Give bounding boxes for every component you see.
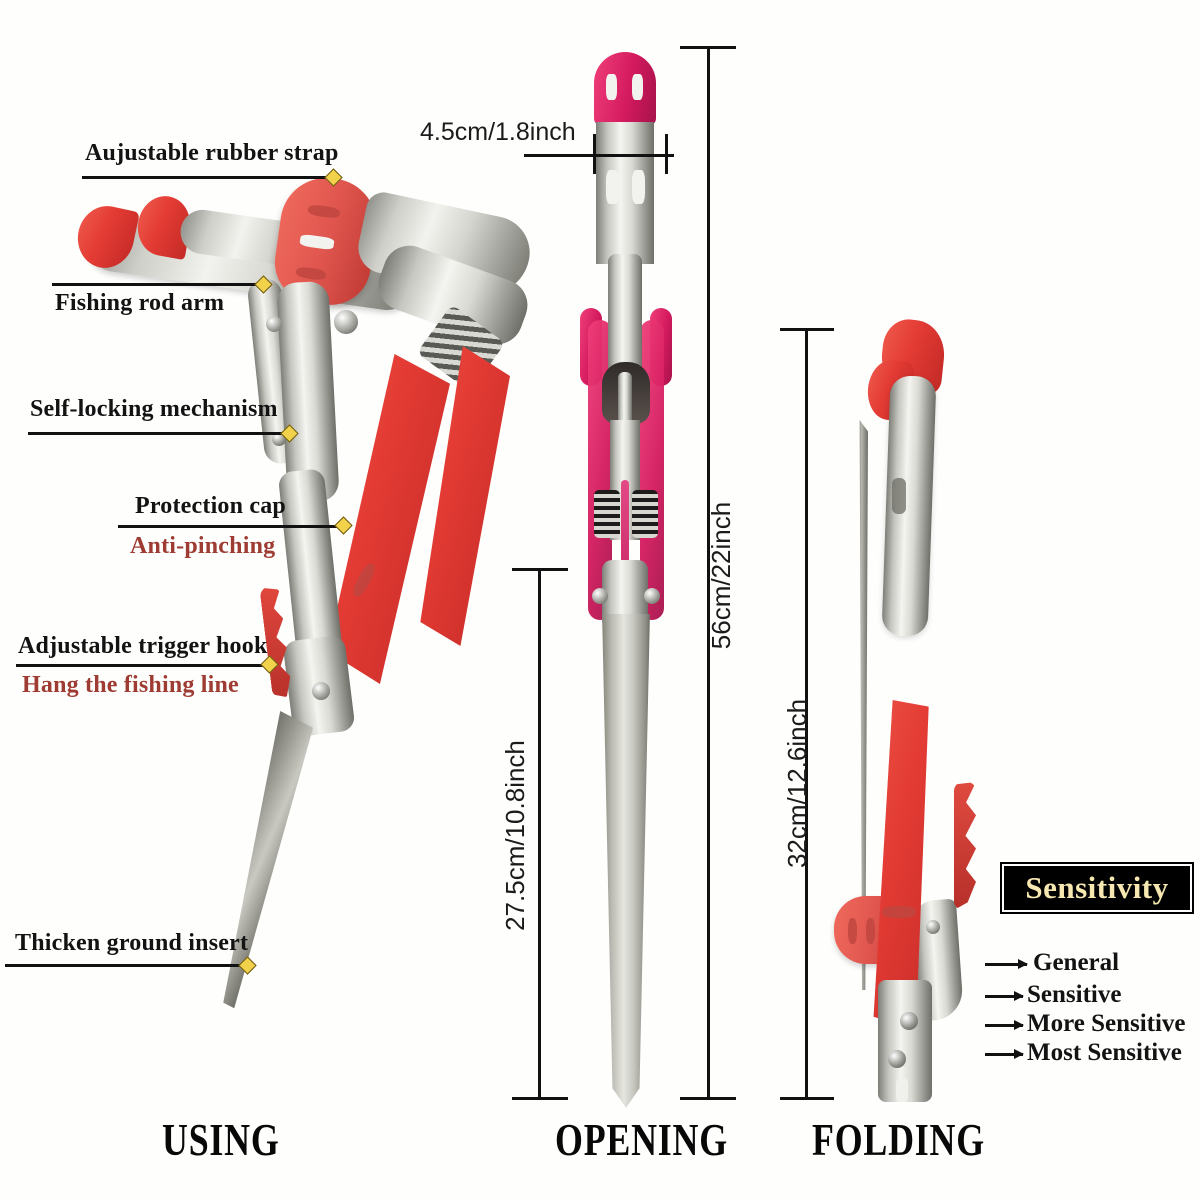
shaft-slot [896,1078,908,1102]
dimension-folded-length: 32cm/12.6inch [782,698,813,869]
callout-leader-self-locking [28,432,288,435]
end-cap-slot-left [606,74,617,100]
dimension-folded-tick-bottom [780,1097,834,1100]
caption-folding: FOLDING [812,1114,985,1165]
folded-strap-slot-1 [848,918,857,944]
trigger-rod [621,480,629,630]
callout-label-rubber-strap: Aujustable rubber strap [85,140,339,166]
shaft-rivet-b [888,1050,906,1068]
callout-leader-rubber-strap [82,176,332,179]
callout-leader-rod-arm [52,283,262,286]
caption-opening: OPENING [555,1114,728,1165]
jaw-linkage [618,372,632,428]
protection-end-cap [594,52,656,126]
callout-leader-trigger-hook [16,664,270,667]
product-image-opening [560,40,690,1108]
sensitivity-level-sensitive: Sensitive [1027,981,1122,1008]
product-image-using [60,170,540,1030]
dimension-total-tick-top [680,46,736,49]
collar-rivet-left [592,588,608,604]
callout-sublabel-hang-line: Hang the fishing line [22,672,239,698]
callout-label-self-locking: Self-locking mechanism [30,396,278,422]
spring-left [594,490,620,538]
caption-using: USING [162,1114,280,1165]
folded-arm-body [881,375,937,637]
callout-leader-protection-cap [118,525,342,528]
sensitivity-title: Sensitivity [1025,870,1169,905]
sensitivity-title-box: Sensitivity [1000,862,1194,914]
dimension-insert-tick-top [512,568,568,571]
pivot-rivet-b [334,310,358,334]
dimension-total-line [707,46,710,1100]
dimension-width-tick-left [593,134,596,174]
dimension-folded-tick-top [780,328,834,331]
dimension-folded-line [805,328,808,1100]
end-cap-slot-right [632,74,643,100]
tube-slot-left [606,170,619,204]
callout-label-protection-cap: Protection cap [135,493,286,519]
callout-label-trigger-hook: Adjustable trigger hook [18,633,268,659]
sensitivity-trigger-hook [954,782,976,910]
callout-sublabel-anti-pinching: Anti-pinching [130,533,276,559]
sensitivity-arrow-3 [985,1020,1024,1029]
sensitivity-level-general: General [1033,949,1120,976]
folded-cap-slot [882,906,916,918]
dimension-width-top: 4.5cm/1.8inch [420,118,576,146]
collar-rivet-right [644,588,660,604]
folded-strap-slot-2 [866,918,875,944]
arm-notch [892,478,906,514]
callout-label-ground-insert: Thicken ground insert [15,930,249,956]
shaft-rivet-a [900,1012,918,1030]
callout-label-rod-arm: Fishing rod arm [55,290,225,316]
lock-rivet [312,682,330,700]
tube-slot-right [632,170,645,204]
dimension-total-length: 56cm/22inch [706,501,737,650]
sensitivity-arrow-1 [985,959,1028,968]
callout-leader-ground-insert [5,964,246,967]
dimension-total-tick-bottom [680,1097,736,1100]
pivot-rivet-a [266,316,282,332]
spring-right [632,490,658,538]
folded-ground-insert [859,420,868,990]
lever-rivet [926,920,940,934]
dimension-insert-length: 27.5cm/10.8inch [499,740,530,931]
sensitivity-arrow-2 [985,991,1024,1000]
ground-insert-blade [602,614,650,1108]
dimension-insert-tick-bottom [512,1097,568,1100]
dimension-width-tick-right [665,134,668,174]
dimension-insert-line [538,568,541,1100]
upper-tube [596,122,654,264]
center-mechanism [608,254,642,374]
product-image-folding [830,316,1050,1110]
sensitivity-arrow-4 [985,1049,1024,1058]
dimension-width-line [524,154,674,157]
sensitivity-level-most-sensitive: Most Sensitive [1027,1039,1182,1066]
sensitivity-level-more-sensitive: More Sensitive [1027,1010,1186,1037]
